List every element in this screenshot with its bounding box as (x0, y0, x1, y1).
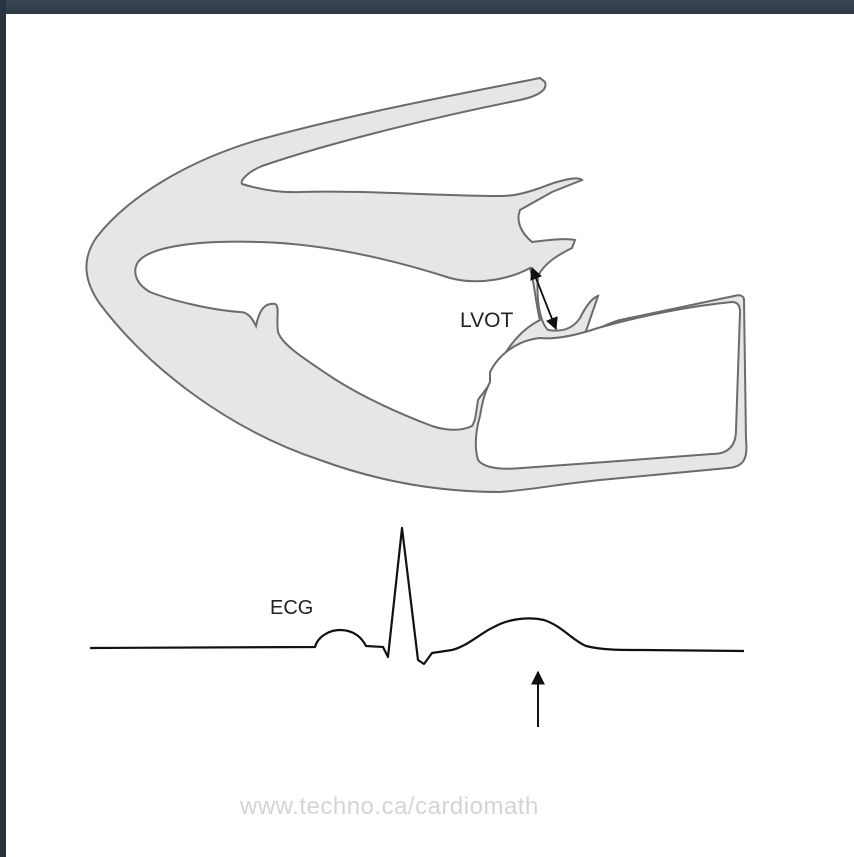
lvot-label: LVOT (460, 309, 513, 332)
ecg-trace (90, 528, 744, 664)
ecg-label: ECG (270, 597, 313, 619)
watermark: www.techno.ca/cardiomath (239, 793, 539, 820)
